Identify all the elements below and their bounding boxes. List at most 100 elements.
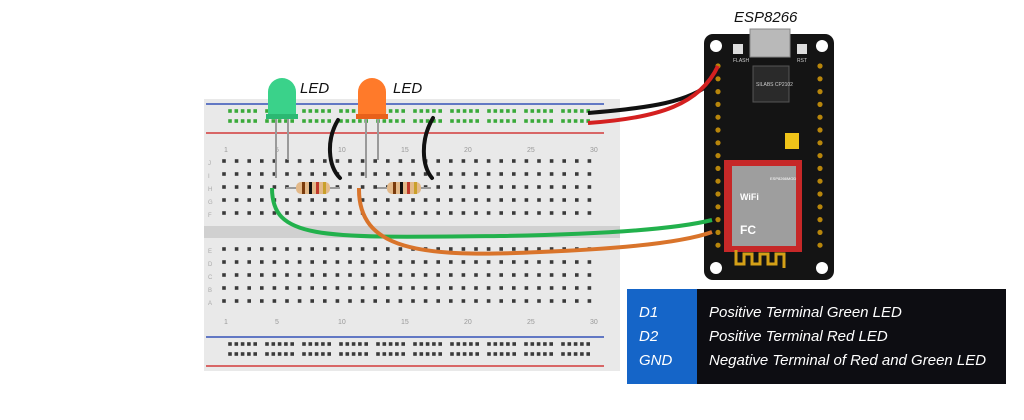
rail-hole: [469, 352, 473, 356]
terminal-hole: [562, 260, 566, 264]
terminal-hole: [247, 260, 251, 264]
board-pin: [715, 217, 721, 223]
terminal-hole: [449, 247, 453, 251]
rail-hole: [499, 352, 504, 356]
terminal-hole: [499, 299, 503, 303]
terminal-hole: [398, 260, 403, 264]
terminal-hole: [512, 299, 516, 303]
terminal-hole: [499, 172, 503, 176]
rail-hole: [228, 352, 232, 356]
rail-hole: [358, 119, 362, 123]
rail-hole: [345, 342, 350, 346]
terminal-hole: [449, 299, 453, 303]
terminal-hole: [234, 211, 239, 215]
board-pin: [715, 229, 721, 235]
terminal-hole: [411, 299, 415, 303]
rail-hole: [345, 109, 350, 113]
terminal-hole: [222, 286, 226, 290]
capacitor: [785, 133, 799, 149]
terminal-hole: [323, 247, 327, 251]
reset-button[interactable]: [797, 44, 807, 54]
rail-hole: [247, 342, 251, 346]
terminal-hole: [310, 159, 314, 163]
rail-hole: [277, 119, 282, 123]
terminal-hole: [474, 172, 478, 176]
row-letter: G: [208, 200, 213, 206]
terminal-hole: [260, 299, 264, 303]
rail-hole: [358, 352, 362, 356]
column-number: 10: [338, 319, 346, 326]
rail-hole: [543, 119, 547, 123]
terminal-hole: [549, 260, 554, 264]
terminal-hole: [260, 172, 264, 176]
terminal-hole: [436, 172, 440, 176]
terminal-hole: [335, 299, 340, 303]
terminal-hole: [537, 211, 541, 215]
usb-uart-chip: [752, 65, 790, 103]
terminal-hole: [323, 211, 327, 215]
terminal-hole: [562, 159, 566, 163]
terminal-hole: [222, 299, 226, 303]
terminal-hole: [247, 198, 251, 202]
terminal-hole: [549, 159, 554, 163]
terminal-hole: [247, 185, 251, 189]
wifi-logo-text: WiFi: [740, 192, 759, 202]
rail-hole: [450, 342, 454, 346]
terminal-hole: [499, 198, 503, 202]
rail-hole: [512, 109, 516, 113]
terminal-hole: [587, 185, 592, 189]
reset-button-label: RST: [797, 58, 807, 64]
rail-hole: [327, 342, 331, 346]
terminal-hole: [222, 198, 226, 202]
terminal-hole: [411, 172, 415, 176]
rail-hole: [462, 342, 467, 346]
rail-hole: [364, 342, 368, 346]
rail-hole: [493, 342, 498, 346]
terminal-hole: [348, 273, 352, 277]
terminal-hole: [449, 211, 453, 215]
terminal-hole: [360, 286, 365, 290]
terminal-hole: [537, 273, 541, 277]
terminal-hole: [398, 247, 403, 251]
rail-hole: [561, 119, 565, 123]
terminal-hole: [474, 299, 478, 303]
rail-hole: [228, 342, 232, 346]
terminal-hole: [537, 172, 541, 176]
terminal-hole: [575, 159, 579, 163]
rail-hole: [561, 109, 565, 113]
terminal-hole: [474, 260, 478, 264]
board-left-pin-header: [715, 63, 721, 248]
terminal-hole: [260, 198, 264, 202]
wifi-module-can: [732, 166, 796, 246]
board-pin: [817, 229, 823, 235]
board-pin: [715, 178, 721, 184]
rail-hole: [567, 109, 572, 113]
rail-hole: [536, 119, 541, 123]
terminal-hole: [335, 211, 340, 215]
rail-hole: [524, 342, 528, 346]
column-number: 5: [275, 319, 279, 326]
rail-hole: [487, 119, 491, 123]
terminal-hole: [285, 273, 289, 277]
rail-hole: [549, 109, 553, 113]
terminal-hole: [373, 273, 377, 277]
resistor-band: [302, 182, 305, 194]
terminal-hole: [260, 159, 264, 163]
rail-hole: [487, 342, 491, 346]
rail-hole: [351, 119, 356, 123]
legend-pin: GND: [639, 351, 673, 369]
rail-hole: [580, 352, 584, 356]
board-pin: [817, 153, 823, 159]
column-number: 15: [401, 319, 409, 326]
terminal-hole: [562, 198, 566, 202]
rail-hole: [499, 119, 504, 123]
terminal-hole: [272, 286, 277, 290]
rail-hole: [499, 342, 504, 346]
flash-button[interactable]: [733, 44, 743, 54]
mounting-hole: [710, 262, 722, 274]
terminal-hole: [310, 198, 314, 202]
rail-hole: [413, 109, 417, 113]
rail-hole: [395, 342, 399, 346]
rail-hole: [234, 109, 239, 113]
terminal-hole: [335, 260, 340, 264]
